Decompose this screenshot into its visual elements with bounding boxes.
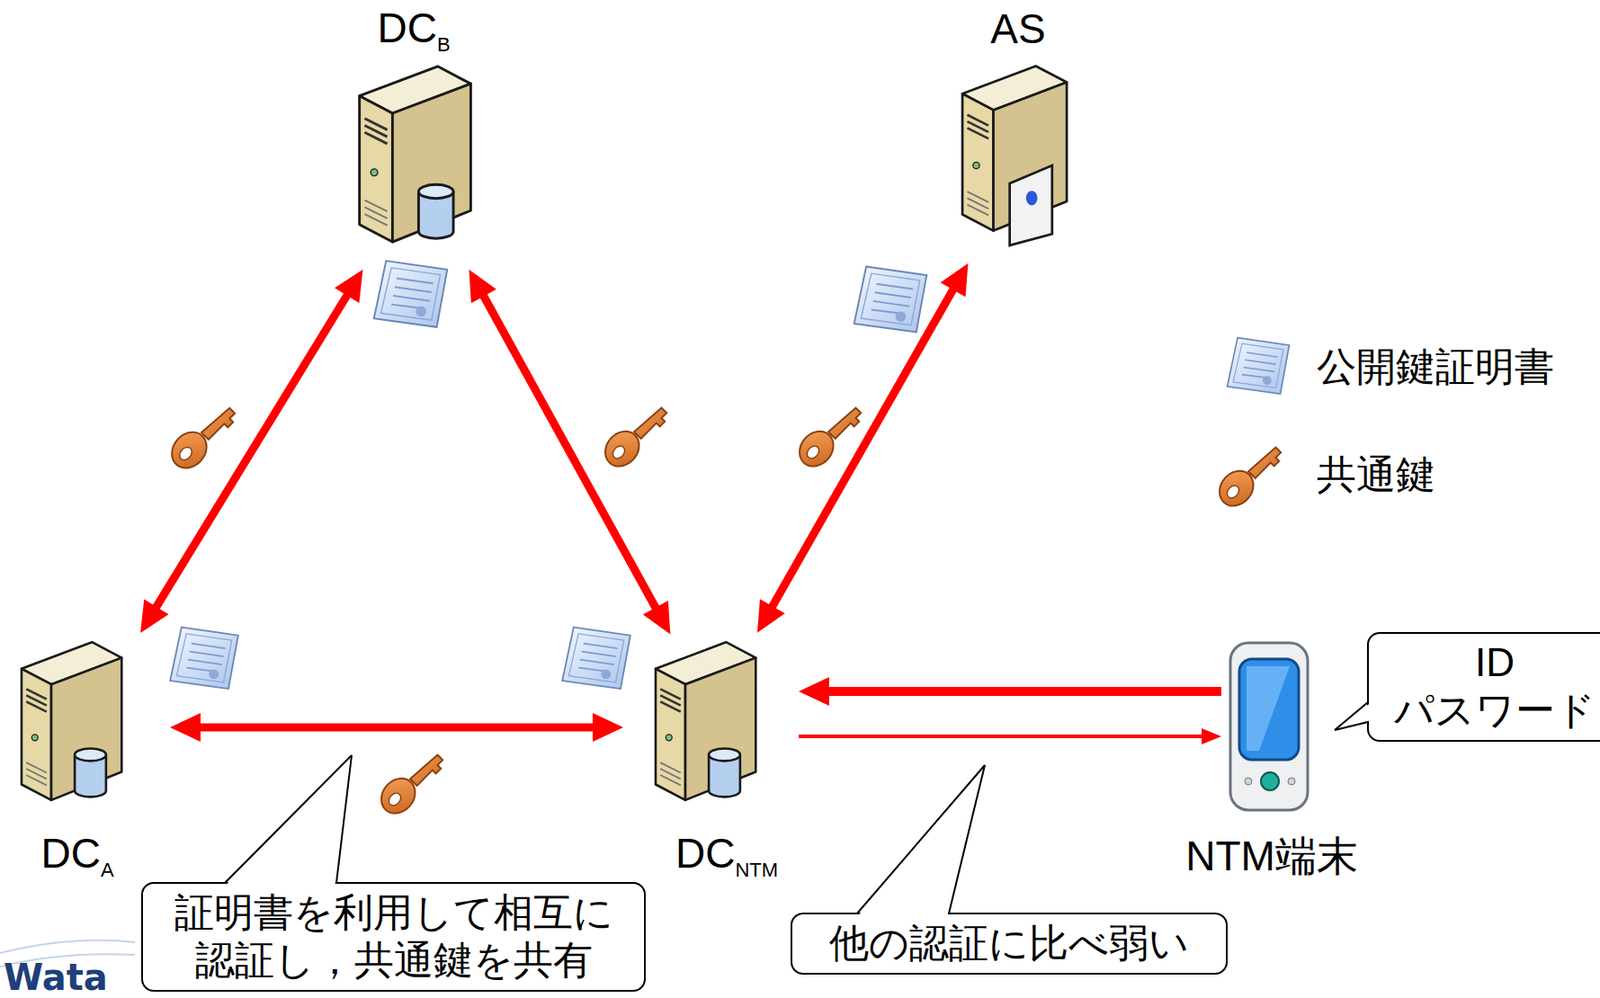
phone-icon (1223, 637, 1317, 818)
connector-arrow (798, 677, 1222, 707)
key-icon (374, 755, 443, 822)
arrow-head (334, 269, 363, 304)
key-icon (164, 408, 235, 476)
arrow-head (798, 677, 830, 707)
connector-line (155, 294, 349, 609)
callout-pointer (224, 755, 352, 885)
callout-pointer (857, 765, 985, 916)
server-icon (350, 61, 482, 269)
server-icon (7, 637, 138, 818)
callout-box: 他の認証に比べ弱い (790, 912, 1228, 975)
key-icon (598, 408, 667, 474)
leader-line (224, 755, 352, 884)
node-label: DCA (40, 830, 114, 882)
connector-arrow (468, 269, 671, 635)
arrow-head (140, 599, 169, 634)
label-subscript: B (437, 33, 451, 56)
arrow-head (468, 269, 496, 304)
leader-line (948, 765, 985, 914)
connector-line (198, 724, 595, 733)
label-text: NTM端末 (1185, 832, 1359, 880)
legend-certificate-icon (1227, 338, 1290, 394)
pointer-fill (858, 765, 986, 916)
legend-text: 共通鍵 (1316, 451, 1436, 500)
legend-text: 公開鍵証明書 (1316, 343, 1555, 392)
server-node: DCA (7, 637, 138, 818)
node-label: DCB (376, 4, 450, 56)
label-subscript: A (100, 858, 115, 882)
connector-arrow (798, 728, 1222, 745)
connector-line (482, 294, 657, 610)
label-subscript: NTM (734, 858, 778, 882)
connector-arrow (757, 263, 968, 634)
label-text: DC (40, 830, 100, 877)
label-text: DC (675, 830, 735, 877)
legend-key-icon (1212, 447, 1281, 514)
certificate-icon (854, 266, 928, 332)
arrow-head (940, 263, 969, 297)
speech-bubble: ID パスワード (1367, 632, 1600, 742)
connector-line (771, 287, 955, 608)
arrow-head (757, 598, 786, 633)
server-icon (954, 61, 1077, 256)
node-label: AS (990, 5, 1046, 54)
leader-line (1334, 722, 1368, 731)
pointer-fill (226, 755, 353, 885)
connector-line (827, 687, 1222, 697)
callout-text: 他の認証に比べ弱い (829, 920, 1189, 966)
arrow-head (592, 713, 624, 742)
arrow-head (169, 713, 201, 742)
server-node: DCNTM (637, 637, 776, 818)
connector-arrow (140, 269, 363, 634)
server-icon (637, 637, 776, 818)
callout-pointer (1334, 702, 1370, 731)
certificate-icon (374, 260, 447, 328)
pointer-fill (1334, 704, 1370, 732)
server-node: DCB (350, 61, 482, 269)
connector-arrow (169, 713, 624, 742)
callout-box: 証明書を利用して相互に 認証し，共通鍵を共有 (141, 882, 646, 993)
label-text: AS (990, 5, 1046, 53)
terminal-node: NTM端末 (1223, 637, 1317, 818)
leader-line (1334, 702, 1368, 731)
watermark-text: Wata (3, 956, 108, 998)
arrow-head (1201, 728, 1222, 745)
certificate-icon (562, 627, 631, 689)
node-label: NTM端末 (1185, 832, 1359, 881)
callout-text: ID パスワード (1394, 640, 1596, 733)
server-node: AS (954, 61, 1077, 256)
leader-line (857, 765, 985, 914)
certificate-icon (169, 627, 239, 689)
connector-line (798, 734, 1204, 739)
node-label: DCNTM (675, 830, 778, 882)
arrow-head (643, 600, 671, 635)
label-text: DC (376, 4, 437, 52)
callout-text: 証明書を利用して相互に 認証し，共通鍵を共有 (174, 890, 614, 983)
leader-line (336, 755, 352, 884)
